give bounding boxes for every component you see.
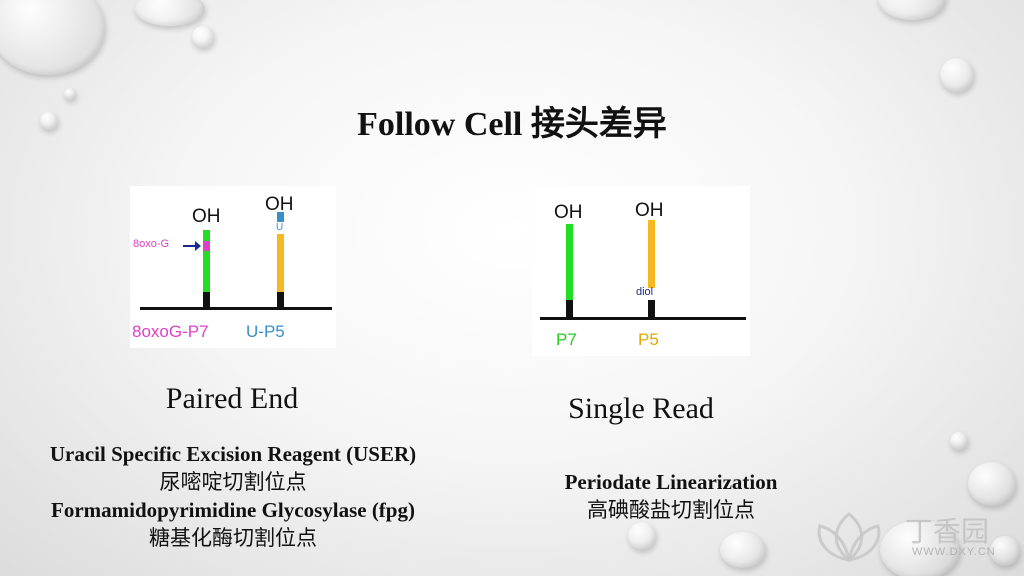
paired-end-left-strand — [203, 230, 210, 292]
paired-end-u-label: U — [276, 222, 284, 233]
water-drop-decoration — [135, 0, 205, 26]
paired-end-8oxo-label: 8oxo-G — [133, 238, 170, 250]
single-read-left-strand — [566, 224, 573, 300]
paired-end-desc-line-3: Formamidopyrimidine Glycosylase (fpg) — [51, 498, 415, 522]
water-drop-decoration — [64, 88, 76, 100]
arrow-right-icon — [183, 241, 201, 251]
paired-end-left-stub — [203, 292, 210, 308]
paired-end-desc-line-1: Uracil Specific Excision Reagent (USER) — [49, 442, 417, 466]
watermark-url: WWW.DXY.CN — [912, 546, 996, 558]
water-drop-decoration — [878, 0, 946, 20]
water-drop-decoration — [968, 462, 1016, 506]
water-drop-decoration — [880, 520, 960, 576]
paired-end-diagram: OH OH 8oxo-G U 8oxoG-P7 U-P5 — [130, 186, 336, 348]
single-read-left-strand-label: P7 — [556, 330, 577, 349]
paired-end-8oxo-site — [203, 241, 210, 251]
paired-end-description: Uracil Specific Excision Reagent (USER) … — [0, 440, 466, 552]
water-drop-decoration — [40, 112, 58, 130]
water-drop-decoration — [940, 58, 974, 92]
water-drop-decoration — [990, 536, 1020, 566]
single-read-description: Periodate Linearization 高碘酸盐切割位点 — [530, 468, 812, 524]
paired-end-flowcell-surface — [140, 307, 332, 310]
water-drop-decoration — [628, 522, 656, 550]
paired-end-right-strand — [277, 234, 284, 292]
paired-end-desc-line-2: 尿嘧啶切割位点 — [159, 470, 307, 494]
single-read-right-strand — [648, 220, 655, 288]
single-read-desc-line-2: 高碘酸盐切割位点 — [587, 498, 755, 522]
water-drop-decoration — [0, 0, 105, 75]
paired-end-right-stub — [277, 292, 284, 308]
single-read-diagram: OH OH diol P7 P5 — [532, 186, 750, 356]
single-read-right-stub — [648, 300, 655, 318]
single-read-diol-label: diol — [636, 286, 654, 298]
paired-end-left-strand-label: 8oxoG-P7 — [132, 322, 209, 341]
paired-end-caption: Paired End — [165, 382, 299, 415]
paired-end-u-site — [277, 212, 284, 222]
water-drop-decoration — [192, 26, 214, 48]
watermark-brand: 丁香园 — [905, 515, 990, 548]
single-read-flowcell-surface — [540, 317, 746, 320]
single-read-oh-right: OH — [635, 200, 664, 221]
flower-logo-icon — [817, 512, 881, 562]
water-drop-decoration — [950, 432, 968, 450]
paired-end-oh-left: OH — [192, 206, 221, 227]
paired-end-right-strand-label: U-P5 — [246, 322, 285, 341]
slide-title: Follow Cell 接头差异 — [357, 106, 667, 143]
paired-end-desc-line-4: 糖基化酶切割位点 — [149, 526, 317, 550]
paired-end-oh-right: OH — [265, 194, 294, 215]
single-read-right-strand-label: P5 — [638, 330, 659, 349]
single-read-left-stub — [566, 300, 573, 318]
water-drop-decoration — [720, 532, 766, 568]
single-read-desc-line-1: Periodate Linearization — [564, 470, 778, 494]
single-read-oh-left: OH — [554, 202, 583, 223]
single-read-caption: Single Read — [568, 392, 714, 425]
